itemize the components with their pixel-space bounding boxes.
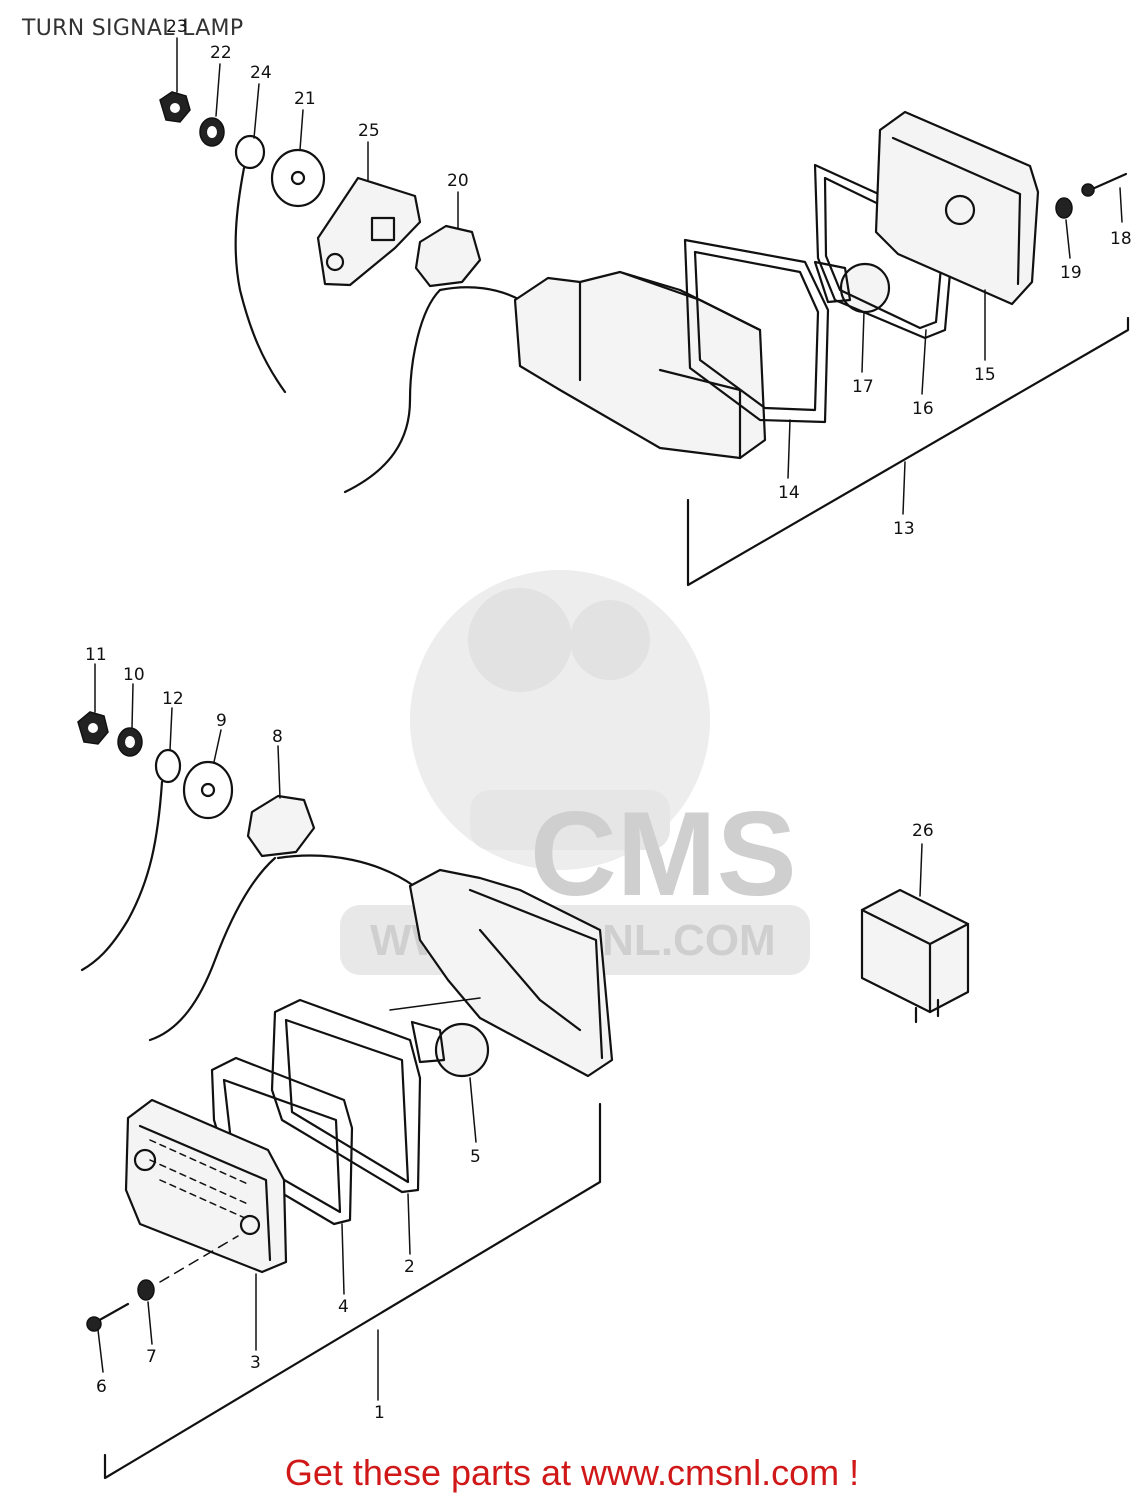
part-1-lamp-housing[interactable] [408, 868, 614, 1078]
part-7-washer[interactable] [137, 1279, 155, 1301]
callout-1[interactable]: 1 [374, 1403, 385, 1423]
callout-18[interactable]: 18 [1110, 229, 1132, 249]
part-19-washer[interactable] [1055, 197, 1073, 219]
callout-16[interactable]: 16 [912, 399, 934, 419]
callout-11[interactable]: 11 [85, 645, 107, 665]
callout-2[interactable]: 2 [404, 1257, 415, 1277]
part-15-lens[interactable] [874, 110, 1040, 306]
part-20-wire [343, 288, 442, 494]
footer-parts-link[interactable]: Get these parts at www.cmsnl.com ! [284, 1452, 860, 1493]
callout-8[interactable]: 8 [272, 727, 283, 747]
part-8-wire [148, 856, 277, 1042]
diagram-title: TURN SIGNAL LAMP [22, 16, 244, 41]
part-12-ground-wire [80, 780, 164, 972]
callout-23[interactable]: 23 [166, 17, 188, 37]
part-5-bulb[interactable] [434, 1022, 490, 1078]
group-1-bracket [103, 1102, 602, 1480]
callout-17[interactable]: 17 [852, 377, 874, 397]
part-2-gasket[interactable] [270, 998, 422, 1194]
part-13-lamp-housing[interactable] [513, 270, 767, 460]
callout-5[interactable]: 5 [470, 1147, 481, 1167]
watermark-brand: CMS [530, 787, 797, 921]
callout-3[interactable]: 3 [250, 1353, 261, 1373]
upper-turn-signal-assembly [159, 37, 1130, 587]
part-9-washer[interactable] [182, 760, 234, 820]
callout-6[interactable]: 6 [96, 1377, 107, 1397]
part-18-screw[interactable] [1088, 172, 1128, 192]
part-3-lens[interactable] [124, 1098, 288, 1274]
part-21-washer[interactable] [270, 148, 326, 208]
callout-19[interactable]: 19 [1060, 263, 1082, 283]
callout-10[interactable]: 10 [123, 665, 145, 685]
part-24-ground-wire [234, 166, 287, 394]
callout-20[interactable]: 20 [447, 171, 469, 191]
callout-24[interactable]: 24 [250, 63, 272, 83]
callout-4[interactable]: 4 [338, 1297, 349, 1317]
part-26-flasher-relay[interactable] [860, 888, 970, 1014]
part-6-screw[interactable] [94, 1302, 130, 1324]
callout-14[interactable]: 14 [778, 483, 800, 503]
callout-25[interactable]: 25 [358, 121, 380, 141]
part-20-connector[interactable] [414, 224, 482, 288]
callout-26[interactable]: 26 [912, 821, 934, 841]
part-12-ground-terminal[interactable] [154, 748, 182, 784]
callout-15[interactable]: 15 [974, 365, 996, 385]
callout-22[interactable]: 22 [210, 43, 232, 63]
lower-turn-signal-assembly [77, 663, 970, 1480]
cms-watermark: CMS WWW.CMSNL.COM [340, 570, 810, 975]
callout-13[interactable]: 13 [893, 519, 915, 539]
part-25-bracket[interactable] [316, 176, 422, 287]
callout-7[interactable]: 7 [146, 1347, 157, 1367]
callout-9[interactable]: 9 [216, 711, 227, 731]
group-13-bracket [686, 316, 1130, 587]
part-24-ground-terminal[interactable] [234, 134, 266, 170]
callout-21[interactable]: 21 [294, 89, 316, 109]
part-14-gasket[interactable] [683, 238, 830, 424]
part-8-connector[interactable] [246, 794, 316, 858]
callout-labels: 23 22 24 21 25 20 18 19 15 17 16 14 13 1… [85, 17, 1132, 1423]
callout-12[interactable]: 12 [162, 689, 184, 709]
